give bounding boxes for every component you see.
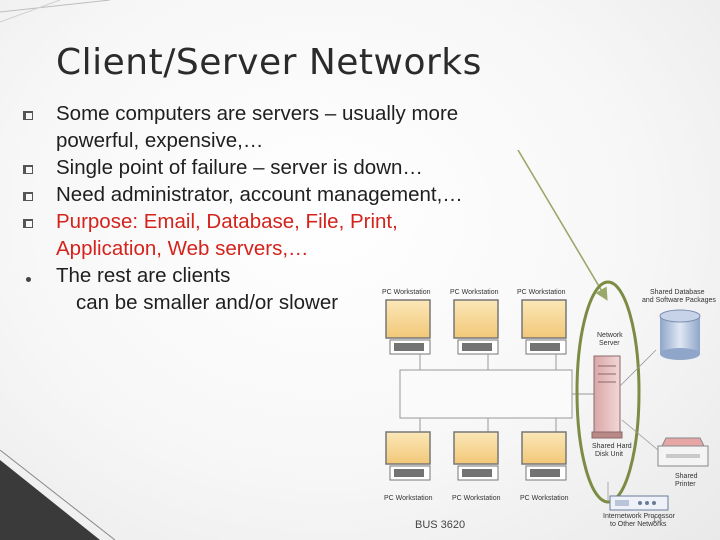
bullet-line: Purpose: Email, Database, File, Print, bbox=[56, 210, 398, 233]
bullet-item: The rest are clients can be smaller and/… bbox=[14, 262, 574, 316]
workstation-icon bbox=[521, 431, 567, 481]
workstation-label: PC Workstation bbox=[520, 495, 569, 502]
dot-bullet-icon bbox=[18, 262, 38, 289]
bullet-list: Some computers are servers – usually mor… bbox=[14, 100, 574, 316]
printer-icon bbox=[657, 437, 709, 467]
slide-title: Client/Server Networks bbox=[56, 42, 482, 83]
bullet-line: Single point of failure – server is down… bbox=[56, 156, 423, 179]
workstation-icon bbox=[453, 431, 499, 481]
bullet-item: Need administrator, account management,… bbox=[14, 181, 574, 208]
workstation-icon bbox=[453, 299, 499, 355]
footer-course-code: BUS 3620 bbox=[415, 519, 466, 531]
workstation-label: PC Workstation bbox=[450, 289, 499, 296]
shared-printer-label: Shared bbox=[675, 473, 698, 480]
bullet-line: Need administrator, account management,… bbox=[56, 183, 463, 206]
workstation-label: PC Workstation bbox=[384, 495, 433, 502]
network-diagram: PC Workstation PC Workstation PC Worksta… bbox=[382, 150, 716, 528]
workstation-icon bbox=[385, 299, 431, 355]
workstation-label: PC Workstation bbox=[517, 289, 566, 296]
internetwork-label: Internetwork Processor bbox=[603, 513, 676, 520]
network-server-label: Server bbox=[599, 340, 620, 347]
square-bullet-icon bbox=[18, 208, 38, 235]
workstation-icon bbox=[521, 299, 567, 355]
bullet-line: Some computers are servers – usually mor… bbox=[56, 102, 459, 125]
shared-database-label: and Software Packages bbox=[642, 297, 716, 304]
bullet-line: The rest are clients bbox=[56, 264, 231, 287]
bullet-item: Some computers are servers – usually mor… bbox=[14, 100, 574, 154]
shared-disk-label: Shared Hard bbox=[592, 443, 632, 450]
page-number: 13 bbox=[652, 514, 663, 524]
bullet-line: Application, Web servers,… bbox=[56, 237, 309, 260]
server-tower-icon bbox=[591, 355, 623, 439]
workstation-label: PC Workstation bbox=[382, 289, 431, 296]
network-hub bbox=[399, 369, 573, 419]
bullet-line: powerful, expensive,… bbox=[56, 129, 264, 152]
shared-printer-label: Printer bbox=[675, 481, 696, 488]
bullet-item: Single point of failure – server is down… bbox=[14, 154, 574, 181]
highlight-ellipse bbox=[575, 280, 641, 504]
bullet-item-highlighted: Purpose: Email, Database, File, Print, A… bbox=[14, 208, 574, 262]
shared-database-label: Shared Database bbox=[650, 289, 705, 296]
bullet-line: can be smaller and/or slower bbox=[76, 291, 339, 314]
corner-decoration-top bbox=[0, 0, 111, 23]
corner-decoration-bottom bbox=[0, 450, 116, 540]
pointer-arrow bbox=[517, 150, 608, 301]
square-bullet-icon bbox=[18, 181, 38, 208]
network-server-label: Network bbox=[597, 332, 623, 339]
database-cylinder-icon bbox=[659, 309, 701, 360]
square-bullet-icon bbox=[18, 100, 38, 127]
square-bullet-icon bbox=[18, 154, 38, 181]
internetwork-label: to Other Networks bbox=[610, 521, 667, 528]
router-icon bbox=[609, 495, 669, 511]
workstation-icon bbox=[385, 431, 431, 481]
shared-disk-label: Disk Unit bbox=[595, 451, 623, 458]
workstation-label: PC Workstation bbox=[452, 495, 501, 502]
